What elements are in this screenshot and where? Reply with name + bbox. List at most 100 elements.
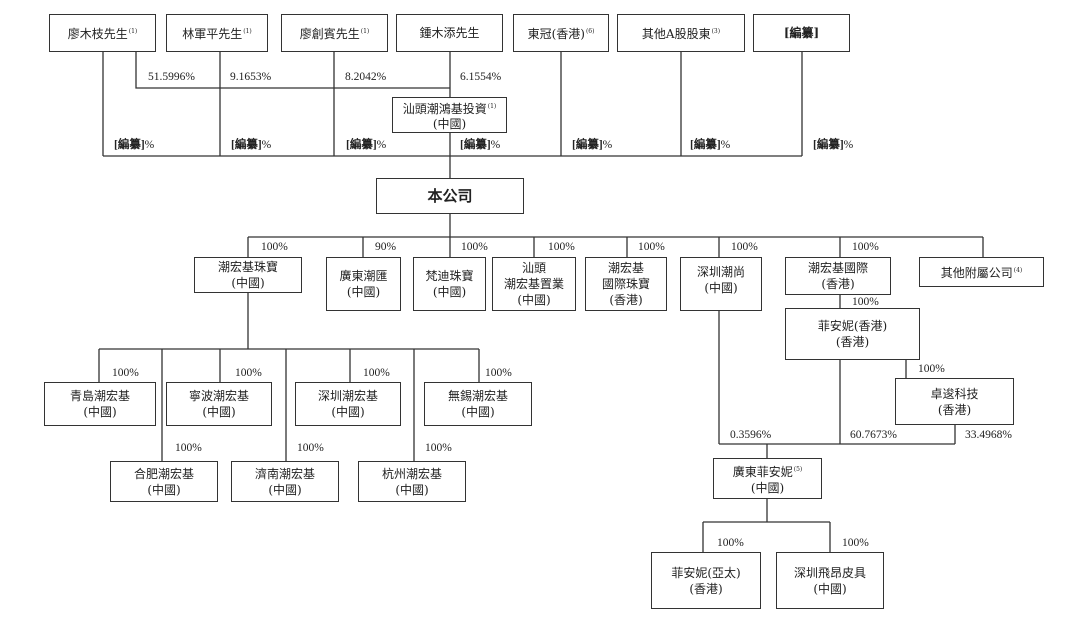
company-region: (中國) xyxy=(432,285,467,299)
company-name: 潮宏基國際 xyxy=(807,261,868,275)
pct-label: 9.1653% xyxy=(230,71,272,83)
pct-label: 100% xyxy=(485,367,512,379)
pct-label: 100% xyxy=(638,241,665,253)
company-region: (香港) xyxy=(937,402,972,417)
company-name: 菲安妮(香港) xyxy=(817,319,888,333)
company-region: (中國) xyxy=(83,405,117,419)
pct-label: 100% xyxy=(363,367,390,379)
subsidiary-box: 廣東菲安妮(5)(中國) xyxy=(713,458,822,499)
company-name: 杭州潮宏基 xyxy=(381,466,442,481)
company-name: 深圳飛昂皮具 xyxy=(793,565,866,580)
company-name: 汕頭 xyxy=(521,261,546,275)
pct-label: 51.5996% xyxy=(148,71,195,83)
subsidiary-box: 深圳潮宏基 (中國) xyxy=(295,382,401,426)
shareholder-box: 其他A股股東(3) xyxy=(617,14,745,52)
redacted-pct: [編纂]% xyxy=(114,139,155,151)
company-region: (香港) xyxy=(609,293,643,307)
footnote-ref: (1) xyxy=(243,28,252,35)
company-name: 廣東潮匯 xyxy=(339,269,388,283)
company-region: (中國) xyxy=(147,482,181,497)
company-name: 梵迪珠寶 xyxy=(425,269,474,283)
company-region: (香港) xyxy=(821,277,855,291)
subsidiary-box: 梵迪珠寶 (中國) xyxy=(413,257,486,311)
redacted-pct: [編纂]% xyxy=(460,139,501,151)
pct-label: 100% xyxy=(261,241,288,253)
pct-label: 6.1554% xyxy=(460,71,502,83)
company-region: (中國) xyxy=(331,405,365,419)
company-region: (中國) xyxy=(813,581,847,596)
pct-label: 8.2042% xyxy=(345,71,387,83)
subsidiary-box: 無錫潮宏基 (中國) xyxy=(424,382,532,426)
pct-label: 100% xyxy=(842,537,869,549)
company-name: 深圳潮宏基 xyxy=(317,389,378,403)
company-name: 濟南潮宏基 xyxy=(254,466,315,481)
pct-label: 0.3596% xyxy=(730,429,772,441)
company-name: 青島潮宏基 xyxy=(69,389,130,403)
subsidiary-box: 卓逡科技(香港) xyxy=(895,378,1014,425)
shareholder-box: 林軍平先生(1) xyxy=(166,14,268,52)
shareholder-box: 東冠(香港)(6) xyxy=(513,14,609,52)
pct-label: 100% xyxy=(461,241,488,253)
subsidiary-box: 其他附屬公司(4) xyxy=(919,257,1044,287)
holding-company-box: 汕頭潮鴻基投資(1)(中國) xyxy=(392,97,507,133)
company-box: 本公司 xyxy=(376,178,524,214)
subsidiary-box: 杭州潮宏基(中國) xyxy=(358,461,466,502)
pct-label: 100% xyxy=(918,363,945,375)
subsidiary-box: 潮宏基珠寶(中國) xyxy=(194,257,302,293)
subsidiary-box: 寧波潮宏基(中國) xyxy=(166,382,272,426)
company-name: 廣東菲安妮 xyxy=(732,464,793,479)
pct-label: 100% xyxy=(425,442,452,454)
pct-label: 100% xyxy=(175,442,202,454)
company-region: (中國) xyxy=(231,276,265,290)
pct-label: 100% xyxy=(731,241,758,253)
shareholder-name: 林軍平先生 xyxy=(182,27,243,41)
footnote-ref: (6) xyxy=(585,28,595,35)
company-region: (中國) xyxy=(346,285,381,299)
subsidiary-box: 潮宏基國際珠寶 (香港) xyxy=(585,257,667,311)
company-name: 其他附屬公司 xyxy=(940,266,1013,280)
pct-label: 100% xyxy=(297,442,324,454)
subsidiary-box: 菲安妮(香港)(香港) xyxy=(785,308,920,360)
shareholder-box: 廖木枝先生(1) xyxy=(49,14,156,52)
company-name: 菲安妮(亞太) xyxy=(671,565,741,580)
subsidiary-box: 青島潮宏基 (中國) xyxy=(44,382,156,426)
subsidiary-box: 深圳潮尚(中國) xyxy=(680,257,762,311)
pct-label: 100% xyxy=(112,367,139,379)
shareholder-name: 東冠(香港) xyxy=(527,27,585,41)
pct-label: 100% xyxy=(852,296,879,308)
company-region: (香港) xyxy=(689,581,723,596)
footnote-ref: (4) xyxy=(1013,267,1023,274)
redacted-pct: [編纂]% xyxy=(690,139,731,151)
pct-label: 100% xyxy=(717,537,744,549)
company-name: 無錫潮宏基 xyxy=(447,389,508,403)
subsidiary-box: 菲安妮(亞太)(香港) xyxy=(651,552,761,609)
subsidiary-box: 濟南潮宏基(中國) xyxy=(231,461,339,502)
pct-label: 100% xyxy=(852,241,879,253)
subsidiary-box: 廣東潮匯 (中國) xyxy=(326,257,401,311)
footnote-ref: (1) xyxy=(487,102,497,110)
shareholder-box: [編纂] xyxy=(753,14,850,52)
pct-label: 60.7673% xyxy=(850,429,897,441)
pct-label: 90% xyxy=(375,241,397,253)
shareholder-name: 鍾木添先生 xyxy=(419,26,480,40)
company-name: 潮宏基置業 xyxy=(503,277,564,291)
shareholder-name: 廖木枝先生 xyxy=(67,27,128,41)
redacted-pct: [編纂]% xyxy=(231,139,272,151)
company-region: (中國) xyxy=(461,405,495,419)
redacted-pct: [編纂]% xyxy=(572,139,613,151)
shareholder-name: 其他A股股東 xyxy=(641,27,711,41)
pct-label: 100% xyxy=(548,241,575,253)
shareholder-box: 廖創賓先生(1) xyxy=(281,14,388,52)
company-name: 潮宏基 xyxy=(607,261,644,275)
shareholder-name: [編纂] xyxy=(783,26,820,40)
company-name: 國際珠寶 xyxy=(601,277,650,291)
company-region: (中國) xyxy=(750,480,785,495)
company-name: 寧波潮宏基 xyxy=(188,389,249,403)
footnote-ref: (3) xyxy=(711,28,721,35)
footnote-ref: (1) xyxy=(128,28,138,35)
company-name: 本公司 xyxy=(427,187,473,205)
company-region: (中國) xyxy=(268,482,302,497)
company-region: (中國) xyxy=(704,281,738,295)
subsidiary-box: 潮宏基國際 (香港) xyxy=(785,257,891,295)
